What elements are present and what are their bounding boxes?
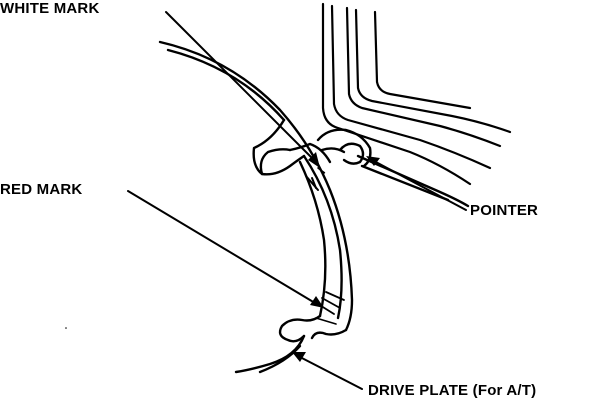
pointer-label: POINTER	[470, 202, 539, 219]
white-mark-label: WHITE MARK	[0, 0, 100, 17]
leader-white-mark	[165, 11, 319, 165]
drive-plate	[158, 40, 354, 374]
arrowhead-pointer	[366, 156, 380, 166]
arrowhead-drive-plate	[292, 352, 306, 362]
red-mark-label: RED MARK	[0, 181, 83, 198]
leader-lines	[127, 11, 467, 390]
arrowhead-red-mark	[310, 296, 324, 308]
leader-red-mark	[127, 190, 321, 307]
drive-plate-label: DRIVE PLATE (For A/T)	[368, 382, 537, 399]
arrowhead-white-mark	[308, 152, 320, 168]
speck	[65, 327, 67, 329]
leader-drive-plate	[297, 355, 363, 390]
arrowheads	[292, 152, 380, 362]
engine-housing	[321, 2, 512, 186]
leader-pointer	[371, 159, 467, 211]
